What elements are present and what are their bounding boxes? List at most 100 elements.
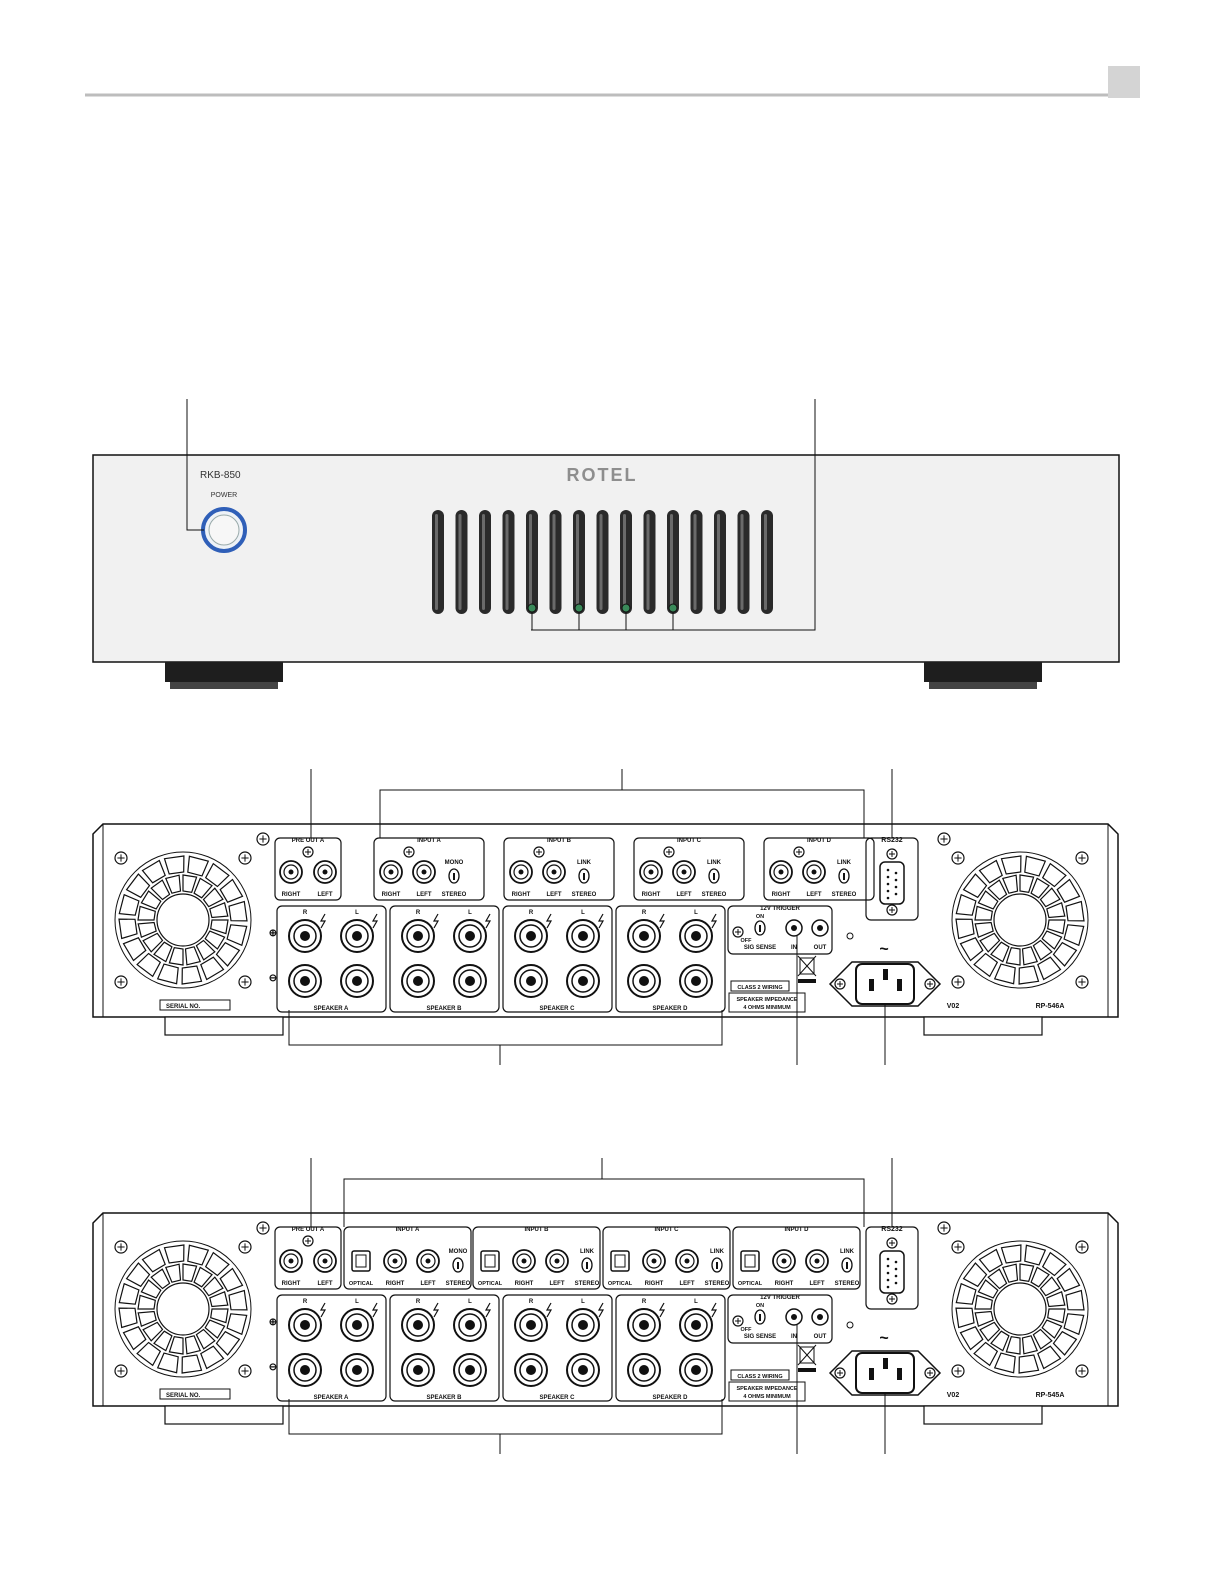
input-label: INPUT D bbox=[807, 838, 832, 844]
rs232-pin bbox=[886, 1278, 890, 1282]
speaker-l-label: L bbox=[355, 1299, 359, 1305]
speaker-label: SPEAKER C bbox=[539, 1006, 575, 1012]
fan-grill-slot bbox=[204, 1319, 226, 1339]
serial-label: SERIAL NO. bbox=[166, 1393, 201, 1399]
fan-grill-slot bbox=[141, 1248, 166, 1273]
shock-warning-l bbox=[484, 1302, 492, 1318]
ac-pin-left bbox=[869, 979, 874, 991]
speaker-box bbox=[502, 1294, 613, 1402]
ac-pin-ground bbox=[883, 969, 888, 980]
serial-label-box bbox=[159, 999, 231, 1011]
fan-grill-slot bbox=[1065, 900, 1085, 922]
preout-box bbox=[274, 1226, 342, 1290]
fan-grill-slot bbox=[215, 1330, 241, 1356]
input-left-label: LEFT bbox=[421, 1281, 436, 1287]
speaker-r-label: R bbox=[529, 1299, 534, 1305]
vent-highlight bbox=[435, 514, 438, 610]
shock-warning-r bbox=[545, 913, 553, 929]
optical-label: OPTICAL bbox=[608, 1281, 633, 1287]
front-vents bbox=[432, 510, 773, 614]
fan-grill-slot bbox=[1047, 1308, 1066, 1324]
input-left-label: LEFT bbox=[417, 892, 432, 898]
trigger-in-pin bbox=[791, 925, 797, 931]
binding-post-ring bbox=[684, 969, 708, 993]
rs232-pin bbox=[894, 892, 898, 896]
speaker-r-label: R bbox=[416, 1299, 421, 1305]
speaker-label: SPEAKER D bbox=[652, 1395, 688, 1401]
speaker-label: SPEAKER A bbox=[314, 1395, 349, 1401]
rca-pin bbox=[551, 869, 557, 875]
shock-warning-l bbox=[710, 913, 718, 929]
binding-post-ring bbox=[571, 1313, 595, 1337]
shock-warning-r bbox=[432, 1302, 440, 1318]
vent-highlight bbox=[717, 514, 720, 610]
rca-pin bbox=[322, 869, 328, 875]
fan-grill-slot bbox=[1041, 1251, 1067, 1277]
led-callout-ticks bbox=[527, 603, 678, 630]
optical-label: OPTICAL bbox=[349, 1281, 374, 1287]
binding-post-ring bbox=[571, 1358, 595, 1382]
fan-grill-slot bbox=[209, 1290, 229, 1308]
fan-grill-slot bbox=[987, 1268, 1008, 1290]
rca-ring bbox=[283, 864, 299, 880]
led-indicator bbox=[621, 603, 631, 613]
fan-grill-slot bbox=[1001, 1263, 1019, 1283]
rca-pin bbox=[288, 869, 294, 875]
trigger-in-label: IN bbox=[791, 945, 797, 951]
input-switch-top-label: LINK bbox=[710, 1249, 725, 1255]
vent-highlight bbox=[670, 514, 673, 610]
shock-warning-r bbox=[658, 1302, 666, 1318]
fan-grill-slot bbox=[1018, 965, 1040, 985]
fan-grill-slot bbox=[204, 930, 226, 950]
speaker-r-label: R bbox=[416, 910, 421, 916]
speaker-l-label: L bbox=[355, 910, 359, 916]
fan-grill-slot bbox=[204, 862, 230, 888]
binding-post-ring bbox=[458, 1358, 482, 1382]
fan-grill-slot bbox=[1046, 1290, 1066, 1308]
model-label: RP-546A bbox=[1036, 1003, 1065, 1010]
impedance-line1: SPEAKER IMPEDANCE bbox=[736, 997, 797, 1003]
fan-grill-slot bbox=[977, 890, 999, 910]
binding-post-center bbox=[578, 931, 588, 941]
speaker-l-label: L bbox=[468, 1299, 472, 1305]
input-switch-top-label: LINK bbox=[580, 1249, 595, 1255]
rca-pin bbox=[518, 869, 524, 875]
shock-warning-l bbox=[597, 913, 605, 929]
fan-grill-slot bbox=[1052, 941, 1078, 967]
fan-grill-slot bbox=[142, 1321, 164, 1342]
fan-grill-slot bbox=[1046, 901, 1066, 919]
fan-grill-slot bbox=[962, 1262, 988, 1288]
fan-grill-slot bbox=[118, 1307, 138, 1329]
speaker-box bbox=[276, 1294, 387, 1402]
rca-ring bbox=[317, 1253, 333, 1269]
fan-grill-slot bbox=[163, 1244, 185, 1264]
speaker-box bbox=[615, 1294, 726, 1402]
rca-ring bbox=[776, 1253, 792, 1269]
rca-ring bbox=[383, 864, 399, 880]
input-label: INPUT B bbox=[525, 1227, 550, 1233]
rs232-pin bbox=[886, 1271, 890, 1275]
class2-box bbox=[730, 980, 790, 992]
binding-post-ring bbox=[345, 969, 369, 993]
binding-post-center bbox=[465, 931, 475, 941]
fan-grill-slot bbox=[181, 965, 203, 985]
binding-post-ring bbox=[345, 1358, 369, 1382]
rca-pin bbox=[521, 1258, 527, 1264]
input-right-label: RIGHT bbox=[775, 1281, 794, 1287]
rs232-port bbox=[879, 1250, 905, 1294]
rca-ring bbox=[809, 1253, 825, 1269]
binding-post-center bbox=[526, 1320, 536, 1330]
trigger-on-label: ON bbox=[756, 1303, 764, 1309]
speaker-l-label: L bbox=[581, 910, 585, 916]
fan-grill-slot bbox=[136, 952, 162, 978]
fan-grill-slot bbox=[156, 1352, 179, 1374]
fan-grill-slot bbox=[140, 1279, 162, 1299]
input-right-label: RIGHT bbox=[515, 1281, 534, 1287]
shock-warning-r bbox=[319, 1302, 327, 1318]
fan-grill-slot bbox=[118, 1282, 140, 1305]
fan-grill-slot bbox=[210, 919, 229, 935]
input-switch-top-label: MONO bbox=[445, 860, 464, 866]
trigger-label: 12V TRIGGER bbox=[760, 906, 800, 912]
rca-pin bbox=[811, 869, 817, 875]
